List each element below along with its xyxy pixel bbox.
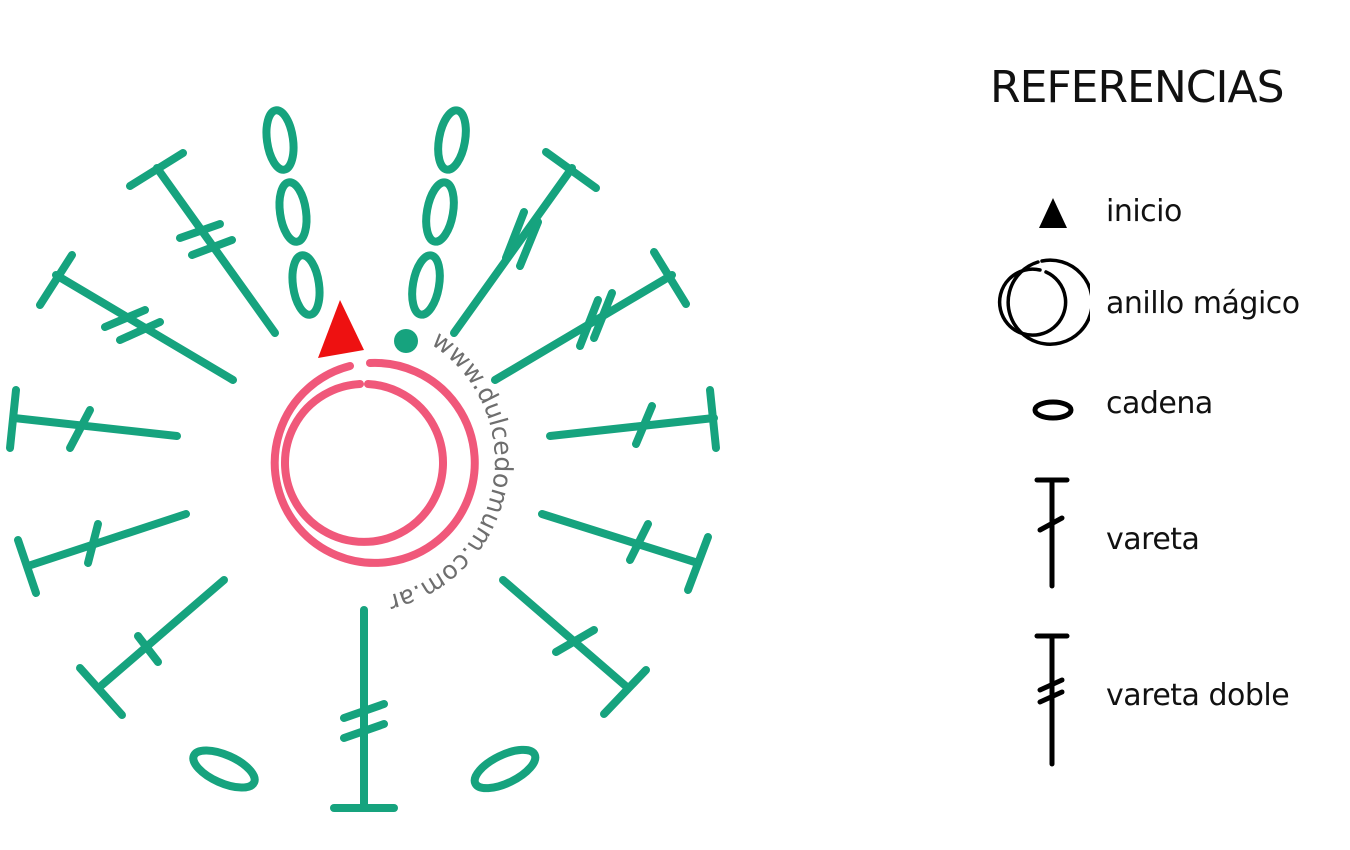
magic-ring-icon [270, 358, 479, 567]
treble-crochet-icon [36, 251, 237, 384]
treble-crochet-icon [1034, 633, 1070, 767]
double-crochet-icon [538, 510, 712, 594]
chain-stitch-icon [434, 106, 470, 174]
double-crochet-icon [14, 510, 190, 597]
chain-stitch-icon [189, 746, 259, 792]
chain-stitch-icon [470, 745, 540, 793]
start-triangle-icon [1039, 198, 1067, 228]
chain-stitch-icon [422, 178, 458, 246]
double-crochet-icon [6, 386, 181, 452]
treble-crochet-icon [491, 248, 690, 384]
chain-stitch-icon [408, 251, 444, 319]
treble-crochet-icon [126, 149, 279, 337]
legend-panel: REFERENCIAS inicio anillo mágico cadena [960, 40, 1340, 820]
legend-label: cadena [1106, 386, 1213, 421]
double-crochet-icon [1034, 477, 1070, 589]
chain-stitch-column-left [262, 106, 324, 319]
legend-item-magic-ring: anillo mágico [960, 256, 1340, 352]
slip-stitch-icon [394, 329, 418, 353]
double-crochet-icon [499, 576, 650, 718]
legend-item-double-crochet: vareta [960, 472, 1340, 592]
legend-title: REFERENCIAS [990, 62, 1284, 113]
crochet-chart: www.dulcedomum.com.ar [6, 106, 720, 812]
legend-label: anillo mágico [1106, 286, 1300, 321]
legend-item-treble-crochet: vareta doble [960, 628, 1340, 768]
chain-stitch-icon [275, 178, 311, 246]
legend-label: vareta doble [1106, 678, 1290, 713]
start-triangle-icon [318, 300, 364, 358]
chain-stitch-icon [288, 251, 324, 319]
legend-label: inicio [1106, 194, 1182, 229]
chain-stitch-column-right [408, 106, 470, 319]
legend-item-chain: cadena [960, 382, 1340, 432]
magic-ring-icon [997, 258, 1090, 346]
legend-label: vareta [1106, 522, 1200, 557]
chain-stitch-icon [262, 106, 298, 174]
treble-crochet-icon [330, 606, 398, 812]
double-crochet-icon [76, 576, 228, 719]
treble-crochet-icon [450, 148, 600, 337]
legend-item-start: inicio [960, 188, 1340, 238]
chain-stitch-icon [1032, 399, 1074, 421]
double-crochet-icon [546, 386, 720, 452]
